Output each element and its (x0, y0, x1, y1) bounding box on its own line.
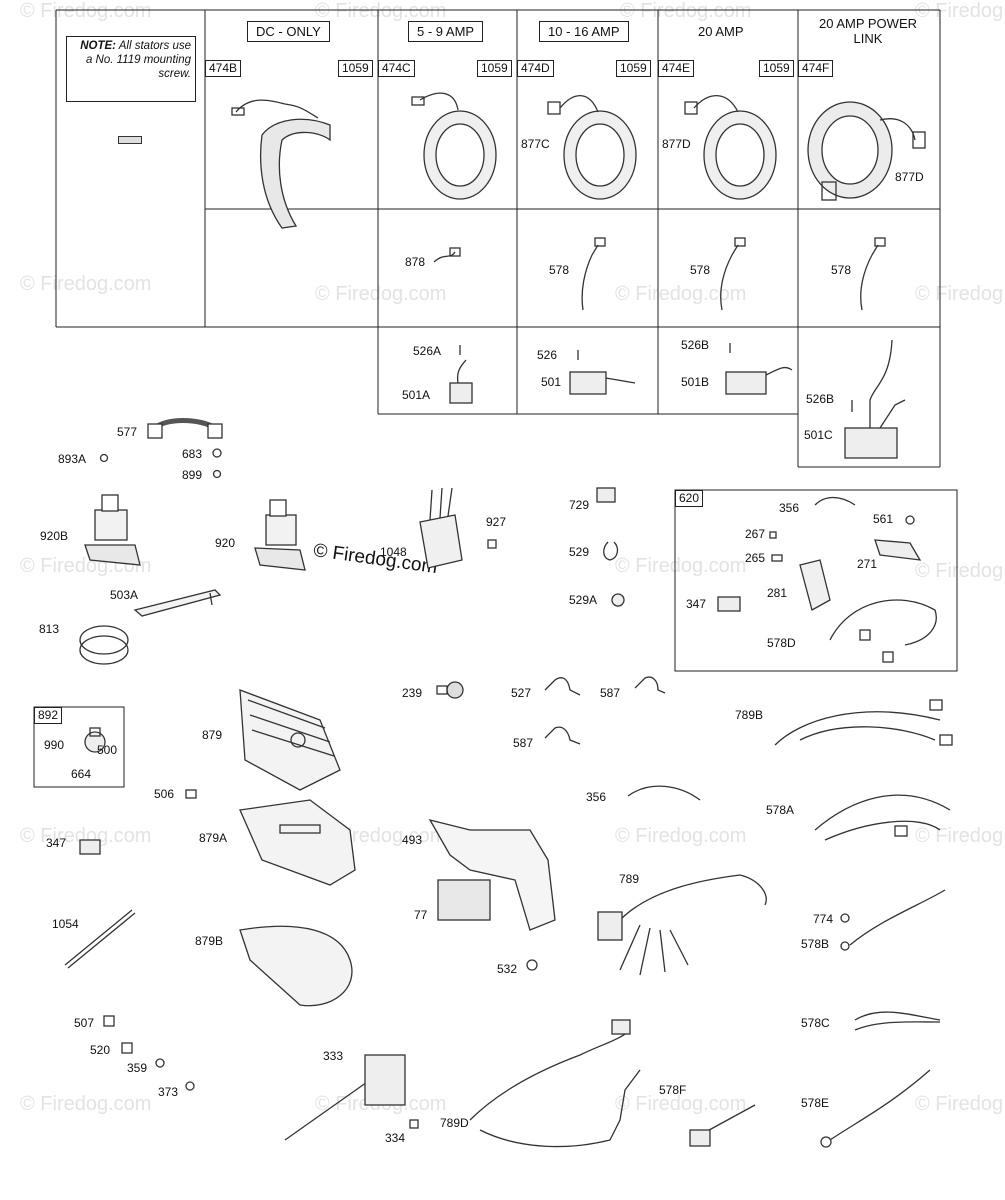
part-label: 267 (745, 527, 766, 541)
note-text: All stators use a No. 1119 mounting scre… (85, 40, 191, 80)
part-label: 587 (513, 736, 534, 750)
part-label: 347 (686, 597, 707, 611)
part-label: 527 (511, 686, 532, 700)
part-label: 587 (600, 686, 621, 700)
part-code-474C: 474C (378, 60, 415, 77)
note-box: NOTE: All stators use a No. 1119 mountin… (66, 36, 196, 102)
part-label: 520 (90, 1043, 111, 1057)
part-label: 879 (202, 728, 223, 742)
part-label: 578F (659, 1083, 687, 1097)
part-code-474D: 474D (517, 60, 554, 77)
part-label: 920B (40, 529, 69, 543)
part-label: 493 (402, 833, 423, 847)
kit-code-620: 620 (675, 490, 704, 507)
column-header-dc-only: DC - ONLY (247, 21, 330, 42)
part-label: 526 (537, 348, 558, 362)
part-label: 927 (486, 515, 507, 529)
part-label: 526B (681, 338, 710, 352)
part-label: 501 (541, 375, 562, 389)
part-label: 879A (199, 831, 228, 845)
part-label: 1048 (380, 545, 407, 559)
part-label: 577 (117, 425, 138, 439)
part-code-474E: 474E (658, 60, 695, 77)
part-label: 281 (767, 586, 788, 600)
part-label: 578 (831, 263, 852, 277)
part-label: 578A (766, 803, 795, 817)
part-label: 526B (806, 392, 835, 406)
part-code-1059: 1059 (338, 60, 373, 77)
part-code-474F: 474F (798, 60, 834, 77)
part-label: 578B (801, 937, 830, 951)
part-label: 507 (74, 1016, 95, 1030)
part-label: 506 (154, 787, 175, 801)
part-code-1059: 1059 (616, 60, 651, 77)
part-code-1059: 1059 (759, 60, 794, 77)
part-label: 500 (97, 743, 118, 757)
part-code-474B: 474B (205, 60, 242, 77)
part-label: 1054 (52, 917, 79, 931)
part-label: 877D (662, 137, 691, 151)
part-label: 877C (521, 137, 550, 151)
kit-code-892: 892 (34, 707, 63, 724)
column-header-20-amp: 20 AMP (698, 24, 744, 39)
part-label: 789B (735, 708, 764, 722)
part-label: 503A (110, 588, 139, 602)
part-label: 877D (895, 170, 924, 184)
part-label: 532 (497, 962, 518, 976)
part-label: 373 (158, 1085, 179, 1099)
part-label: 526A (413, 344, 442, 358)
part-label: 356 (779, 501, 800, 515)
part-label: 356 (586, 790, 607, 804)
part-code-1059: 1059 (477, 60, 512, 77)
part-label: 271 (857, 557, 878, 571)
part-label: 990 (44, 738, 65, 752)
part-label: 501A (402, 388, 431, 402)
part-label: 578E (801, 1096, 830, 1110)
part-label: 529 (569, 545, 590, 559)
part-label: 347 (46, 836, 67, 850)
part-label: 664 (71, 767, 92, 781)
part-label: 578D (767, 636, 796, 650)
part-label: 77 (414, 908, 428, 922)
part-label: 578 (549, 263, 570, 277)
part-label: 813 (39, 622, 60, 636)
column-header-5-9-amp: 5 - 9 AMP (408, 21, 484, 42)
part-label: 920 (215, 536, 236, 550)
part-label: 893A (58, 452, 87, 466)
part-label: 265 (745, 551, 766, 565)
note-prefix: NOTE: (80, 40, 116, 52)
part-label: 774 (813, 912, 834, 926)
part-label: 334 (385, 1131, 406, 1145)
part-label: 789 (619, 872, 640, 886)
part-label: 879B (195, 934, 224, 948)
part-label: 578 (690, 263, 711, 277)
part-label: 789D (440, 1116, 469, 1130)
part-label: 878 (405, 255, 426, 269)
part-label: 501C (804, 428, 833, 442)
part-label: 239 (402, 686, 423, 700)
column-header-20-amp-power-link: 20 AMP POWER LINK (818, 16, 917, 46)
part-label: 729 (569, 498, 590, 512)
part-label: 578C (801, 1016, 830, 1030)
part-label: 501B (681, 375, 710, 389)
part-label: 899 (182, 468, 203, 482)
part-label: 683 (182, 447, 203, 461)
part-label: 529A (569, 593, 598, 607)
part-label: 333 (323, 1049, 344, 1063)
column-header-10-16-amp: 10 - 16 AMP (539, 21, 629, 42)
part-label: 561 (873, 512, 894, 526)
part-label: 359 (127, 1061, 148, 1075)
screw-icon (118, 136, 142, 144)
